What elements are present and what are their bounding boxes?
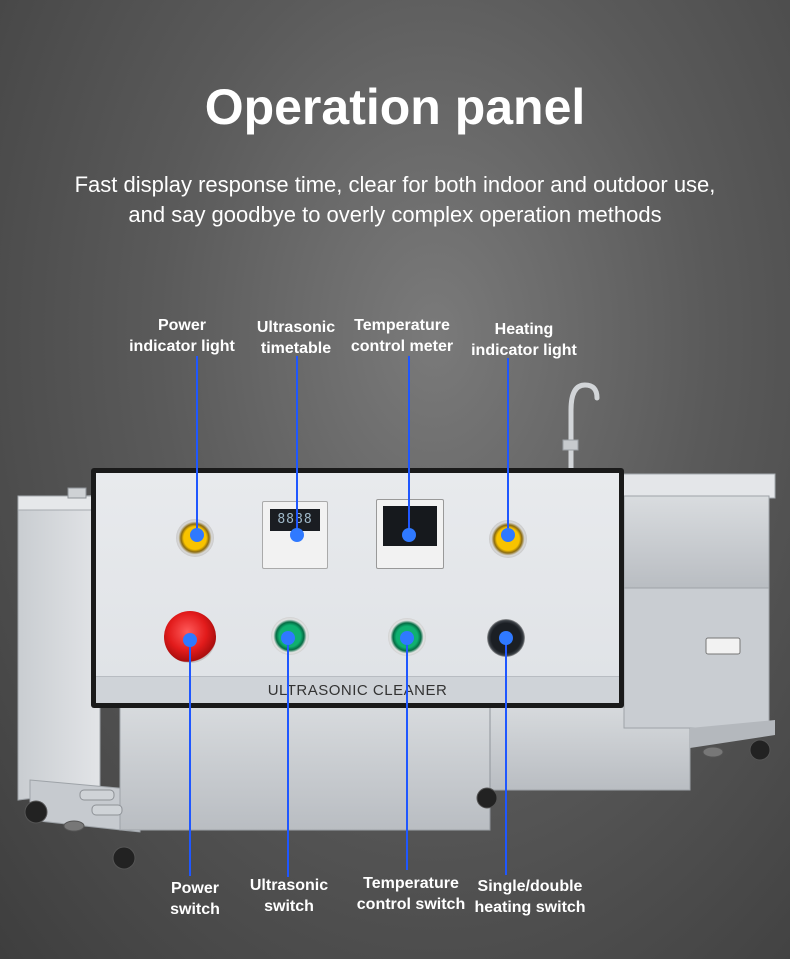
callout-ultrasonic-timetable: Ultrasonic timetable — [246, 317, 346, 359]
page-title: Operation panel — [204, 79, 586, 135]
callout-text: Power — [170, 880, 219, 897]
callout-dot — [402, 528, 416, 542]
callout-line-temp-switch — [406, 637, 408, 870]
callout-text: Single/double — [477, 878, 583, 895]
callout-text: Heating — [494, 321, 554, 338]
callout-line-ultrasonic-switch — [287, 637, 289, 877]
control-panel: ULTRASONIC CLEANER — [91, 468, 624, 708]
callout-text: Ultrasonic — [249, 877, 329, 894]
callout-text: indicator light — [129, 338, 235, 355]
callout-line-power-indicator — [196, 356, 198, 540]
callout-text: Temperature — [363, 875, 459, 892]
callout-dot — [281, 631, 295, 645]
panel-label: ULTRASONIC CLEANER — [267, 682, 448, 699]
page-subtitle: Fast display response time, clear for bo… — [0, 170, 790, 230]
callout-line-power-switch — [189, 641, 191, 876]
callout-text: control switch — [356, 896, 466, 913]
subtitle-line-2: and say goodbye to overly complex operat… — [128, 202, 662, 227]
callout-text: Power — [157, 317, 206, 334]
callout-heating-switch: Single/double heating switch — [468, 876, 592, 918]
callout-text: control meter — [350, 338, 454, 355]
callout-ultrasonic-switch: Ultrasonic switch — [240, 875, 338, 917]
timer-display: 8888 — [270, 509, 320, 531]
callout-text: heating switch — [474, 899, 586, 916]
callout-text: timetable — [260, 340, 332, 357]
callout-dot — [290, 528, 304, 542]
faucet — [562, 382, 600, 473]
caster-wheels — [24, 739, 771, 870]
callout-line-temp-meter — [408, 356, 410, 536]
callout-text: switch — [264, 898, 314, 915]
callout-line-heating-switch — [505, 637, 507, 875]
callout-dot — [190, 528, 204, 542]
valve-handle — [67, 487, 87, 499]
drain-pipes — [79, 789, 123, 816]
panel-label-strip — [96, 676, 619, 703]
subtitle-line-1: Fast display response time, clear for bo… — [74, 172, 716, 197]
callout-dot — [501, 528, 515, 542]
callout-line-heating-indicator — [507, 358, 509, 538]
callout-heating-indicator-light: Heating indicator light — [462, 319, 586, 361]
callout-dot — [400, 631, 414, 645]
callout-temperature-control-switch: Temperature control switch — [348, 873, 474, 915]
callout-text: switch — [170, 901, 220, 918]
callout-line-timetable — [296, 356, 298, 536]
callout-power-switch: Power switch — [150, 878, 240, 920]
callout-text: indicator light — [471, 342, 577, 359]
callout-dot — [183, 633, 197, 647]
callout-temperature-control-meter: Temperature control meter — [344, 315, 460, 357]
callout-power-indicator-light: Power indicator light — [120, 315, 244, 357]
callout-text: Temperature — [354, 317, 450, 334]
ultrasonic-timer[interactable]: 8888 — [262, 501, 328, 569]
callout-dot — [499, 631, 513, 645]
front-cabinet — [119, 699, 691, 831]
panel-face — [96, 473, 619, 703]
right-tank — [599, 473, 776, 748]
drawer-handle — [705, 637, 741, 655]
callout-text: Ultrasonic — [256, 319, 336, 336]
